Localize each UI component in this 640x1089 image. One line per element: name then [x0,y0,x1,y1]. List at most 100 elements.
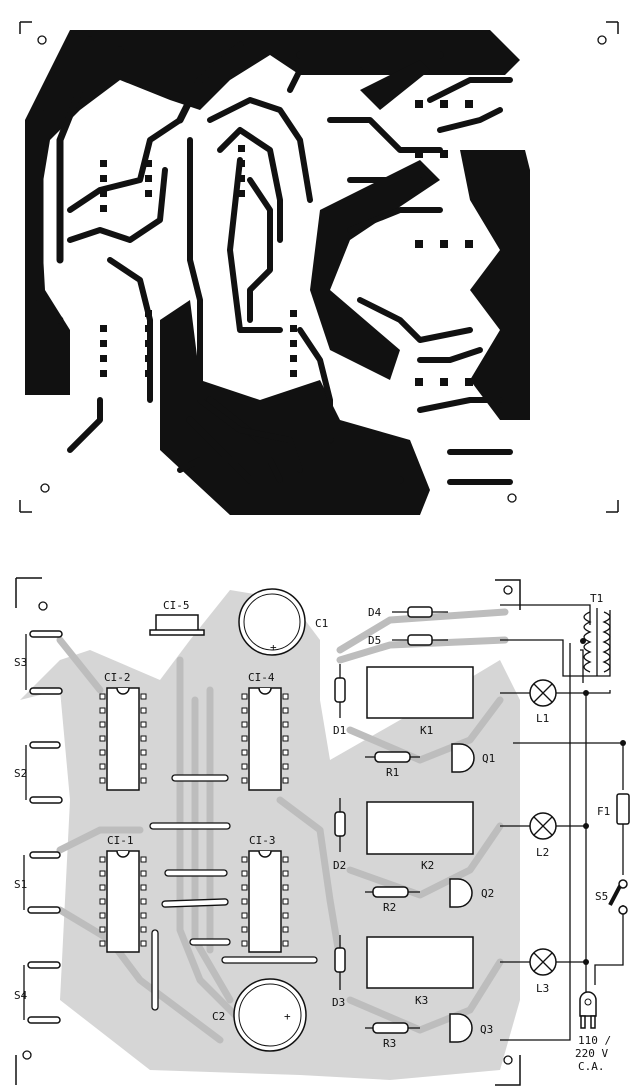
ic-pin [140,749,147,756]
label-t1: T1 [590,592,603,605]
switch-s4: S4 [14,961,61,1024]
ic-ci1: CI-1 [106,834,140,953]
ic-pin [99,749,106,756]
ic-pin [241,912,248,919]
label-d2: D2 [333,859,346,872]
mains-voltage-line1: 110 / [578,1034,611,1047]
ic-pin [140,721,147,728]
ic-pin [99,721,106,728]
label-c1: C1 [315,617,328,630]
relay-k1: K1 [366,666,474,737]
label-s3: S3 [14,656,27,669]
label-c2: C2 [212,1010,225,1023]
ic-pin [282,870,289,877]
ic-pin [99,693,106,700]
copper-side-layout [19,21,619,515]
label-k1: K1 [420,724,433,737]
c2-plus: + [284,1010,291,1023]
diode-d3: D3 [332,935,346,1009]
resistor-r2: R2 [365,886,420,914]
ic-pin [140,926,147,933]
ic-pin [140,940,147,947]
ic-pin [282,721,289,728]
c1-plus: + [270,641,277,654]
label-k2: K2 [421,859,434,872]
resistor-r3: R3 [365,1022,420,1050]
label-ci3: CI-3 [249,834,276,847]
relay-k2: K2 [366,801,474,872]
ic-pin [140,912,147,919]
label-ci2: CI-2 [104,671,131,684]
label-q2: Q2 [481,887,494,900]
capacitor-c2: + C2 [212,978,307,1052]
transistor-q3: Q3 [449,1013,493,1043]
label-d4: D4 [368,606,382,619]
ic-pin [99,735,106,742]
mains-voltage-line2: 220 V [575,1047,608,1060]
label-d5: D5 [368,634,381,647]
ic-pin [99,870,106,877]
lamp-l3: L3 [529,948,557,995]
label-f1: F1 [597,805,610,818]
ic-pin [99,940,106,947]
label-l1: L1 [536,712,549,725]
ic-pin [241,898,248,905]
external-wiring [500,604,626,1041]
switch-s2: S2 [14,741,63,804]
ic-pin [282,735,289,742]
ic-pin [99,912,106,919]
ic-ci3: CI-3 [248,834,282,953]
label-l3: L3 [536,982,549,995]
ic-pin [282,707,289,714]
ic-pin [99,926,106,933]
switch-s1: S1 [14,851,61,914]
ic-pin [140,884,147,891]
label-ci1: CI-1 [107,834,134,847]
label-s2: S2 [14,767,27,780]
ic-pin [99,777,106,784]
ic-ci5: CI-5 [149,599,205,636]
label-s5: S5 [595,890,608,903]
component-side-layout: CI-2 CI-4 CI-1 CI-3 CI-5 + C1 [14,577,630,1086]
label-ci4: CI-4 [248,671,275,684]
ic-ci4: CI-4 [248,671,282,791]
ic-pin [241,693,248,700]
ic-pin [241,763,248,770]
ic-pin [282,763,289,770]
ic-pin [241,926,248,933]
switch-s3: S3 [14,630,63,695]
ic-pin [99,898,106,905]
switch-s5: S5 [595,879,628,915]
ic-pin [241,856,248,863]
fuse-f1: F1 [597,793,630,825]
ic-pin [282,777,289,784]
transformer-t1: T1 [583,592,611,676]
ic-pin [140,763,147,770]
label-r3: R3 [383,1037,396,1050]
ic-pin [241,940,248,947]
ic-pin [241,735,248,742]
label-ci5: CI-5 [163,599,190,612]
ic-pin [241,777,248,784]
label-d1: D1 [333,724,346,737]
diode-d5: D5 [368,634,448,647]
ic-pin [282,898,289,905]
capacitor-c1: + C1 [238,588,328,656]
lamp-l1: L1 [529,679,557,725]
ic-pin [282,856,289,863]
ic-pin [241,870,248,877]
ic-pin [140,777,147,784]
label-r2: R2 [383,901,396,914]
ic-ci2: CI-2 [104,671,140,791]
diode-d4: D4 [368,606,448,619]
ic-pin [282,940,289,947]
ic-pin [140,856,147,863]
ic-pin [99,856,106,863]
relay-k3: K3 [366,936,474,1007]
mains-plug: 110 / 220 V C.A. [575,991,611,1073]
label-s1: S1 [14,878,27,891]
ic-pin [282,912,289,919]
ic-pin [241,707,248,714]
diode-d1: D1 [333,664,346,737]
